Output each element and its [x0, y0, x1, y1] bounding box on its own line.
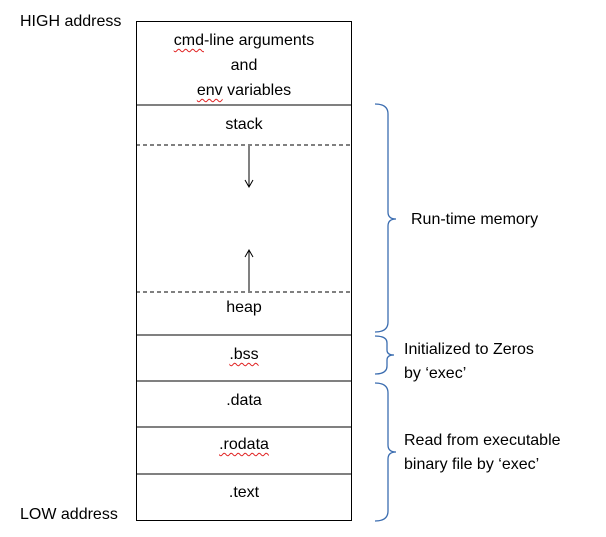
env-rest: variables	[222, 82, 292, 99]
rodata-text: .rodata	[219, 436, 269, 453]
exec-annotation-line2: binary file by ‘exec’	[404, 456, 540, 473]
cmd-line-args-text: cmd-line arguments	[136, 28, 352, 53]
stack-segment-label: stack	[225, 116, 263, 133]
cmd-and-text: and	[230, 57, 258, 74]
cmd-line-segment: cmd-line arguments and env variables	[136, 28, 352, 103]
high-address-label: HIGH address	[20, 13, 122, 30]
rodata-segment-label: .rodata	[136, 433, 352, 457]
runtime-memory-annotation: Run-time memory	[411, 211, 539, 228]
memory-layout-column	[136, 21, 352, 521]
bss-segment-label: .bss	[136, 343, 352, 367]
env-word: env	[196, 82, 223, 99]
bss-annotation-line2: by ‘exec’	[404, 365, 467, 382]
low-address-label: LOW address	[20, 506, 118, 523]
cmd-word: cmd	[173, 32, 204, 49]
stack-down-arrow	[244, 146, 254, 189]
cmd-rest: -line arguments	[203, 32, 315, 49]
heap-segment-label: heap	[226, 299, 262, 316]
data-segment-label: .data	[226, 392, 262, 409]
exec-annotation-line1: Read from executable	[404, 432, 561, 449]
exec-brace	[374, 382, 397, 522]
heap-up-arrow	[244, 248, 254, 291]
bss-annotation-line1: Initialized to Zeros	[404, 341, 534, 358]
bss-brace	[374, 335, 395, 375]
text-segment-label: .text	[228, 484, 260, 501]
bss-text: .bss	[229, 346, 259, 363]
env-variables-text: env variables	[136, 78, 352, 103]
runtime-brace	[374, 103, 397, 333]
